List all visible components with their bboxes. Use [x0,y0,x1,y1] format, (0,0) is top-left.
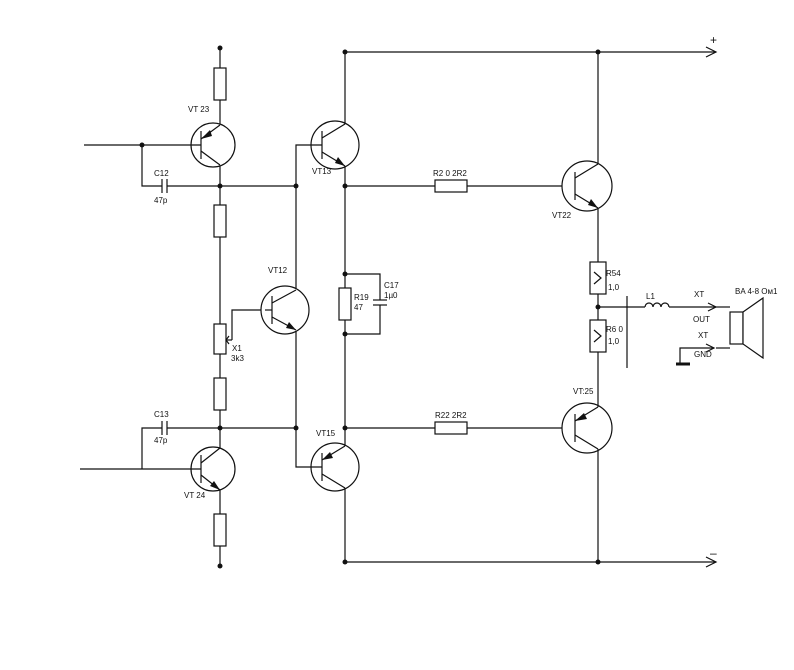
resistor-r22 [345,421,575,435]
x1-value: 3k3 [231,354,244,363]
inductor-l1 [598,302,718,312]
r22-label: R22 2R2 [435,411,467,420]
junction-dot [595,49,601,55]
vt15-label: VT15 [316,429,336,438]
resistor-bias-lower [213,377,227,411]
transistor-vt23 [142,122,236,168]
gnd-label: GND [694,350,712,359]
xt-out-label: XT [694,290,704,299]
c17-label: C17 [384,281,399,290]
pot-wiper [225,309,265,345]
resistor-r20 [345,179,575,193]
resistor-r19 [338,287,352,321]
c17-value: 1µ0 [384,291,398,300]
ground-terminal [676,343,716,366]
potentiometer-x1 [213,323,227,355]
out-label: OUT [693,315,710,324]
vt24-label: VT 24 [184,491,206,500]
junction-dot [595,559,601,565]
junction-dot [342,49,348,55]
vt25-label: VT:25 [573,387,594,396]
r20-label: R2 0 2R2 [433,169,467,178]
resistor-vt23-emitter [213,67,227,101]
transistor-vt12 [220,185,310,429]
junction-dot [342,559,348,565]
resistor-bias-upper [213,204,227,238]
resistor-r60 [589,319,607,353]
r54-value: 1,0 [608,283,620,292]
resistor-r54 [589,261,607,295]
resistor-vt24-emitter [213,513,227,547]
vt22-label: VT22 [552,211,572,220]
positive-rail-label: + [710,33,717,47]
capacitor-c12 [141,145,220,193]
negative-rail-label: – [710,546,717,560]
negative-rail [345,556,718,568]
l1-label: L1 [646,292,655,301]
transistor-vt25 [561,402,613,454]
speaker-icon [716,296,764,360]
r54-label: R54 [606,269,621,278]
c13-label: C13 [154,410,169,419]
xt-gnd-label: XT [698,331,708,340]
top-terminal-dot [217,45,223,51]
transistor-vt13 [295,120,360,186]
r19-label: R19 [354,293,369,302]
vt12-label: VT12 [268,266,288,275]
c12-label: C12 [154,169,169,178]
c12-value: 47p [154,196,168,205]
transistor-vt15 [295,428,360,492]
vt13-label: VT13 [312,167,332,176]
transistor-vt22 [561,160,613,212]
r60-value: 1,0 [608,337,620,346]
speaker-label: BA 4-8 Ом1 [735,287,778,296]
transistor-vt24 [142,446,236,492]
capacitor-c17 [345,273,387,335]
vt23-label: VT 23 [188,105,210,114]
capacitor-c13 [141,421,220,469]
r19-value: 47 [354,303,363,312]
positive-rail [345,46,718,58]
c13-value: 47p [154,436,168,445]
r60-label: R6 0 [606,325,623,334]
x1-label: X1 [232,344,242,353]
bottom-terminal-dot [217,563,223,569]
